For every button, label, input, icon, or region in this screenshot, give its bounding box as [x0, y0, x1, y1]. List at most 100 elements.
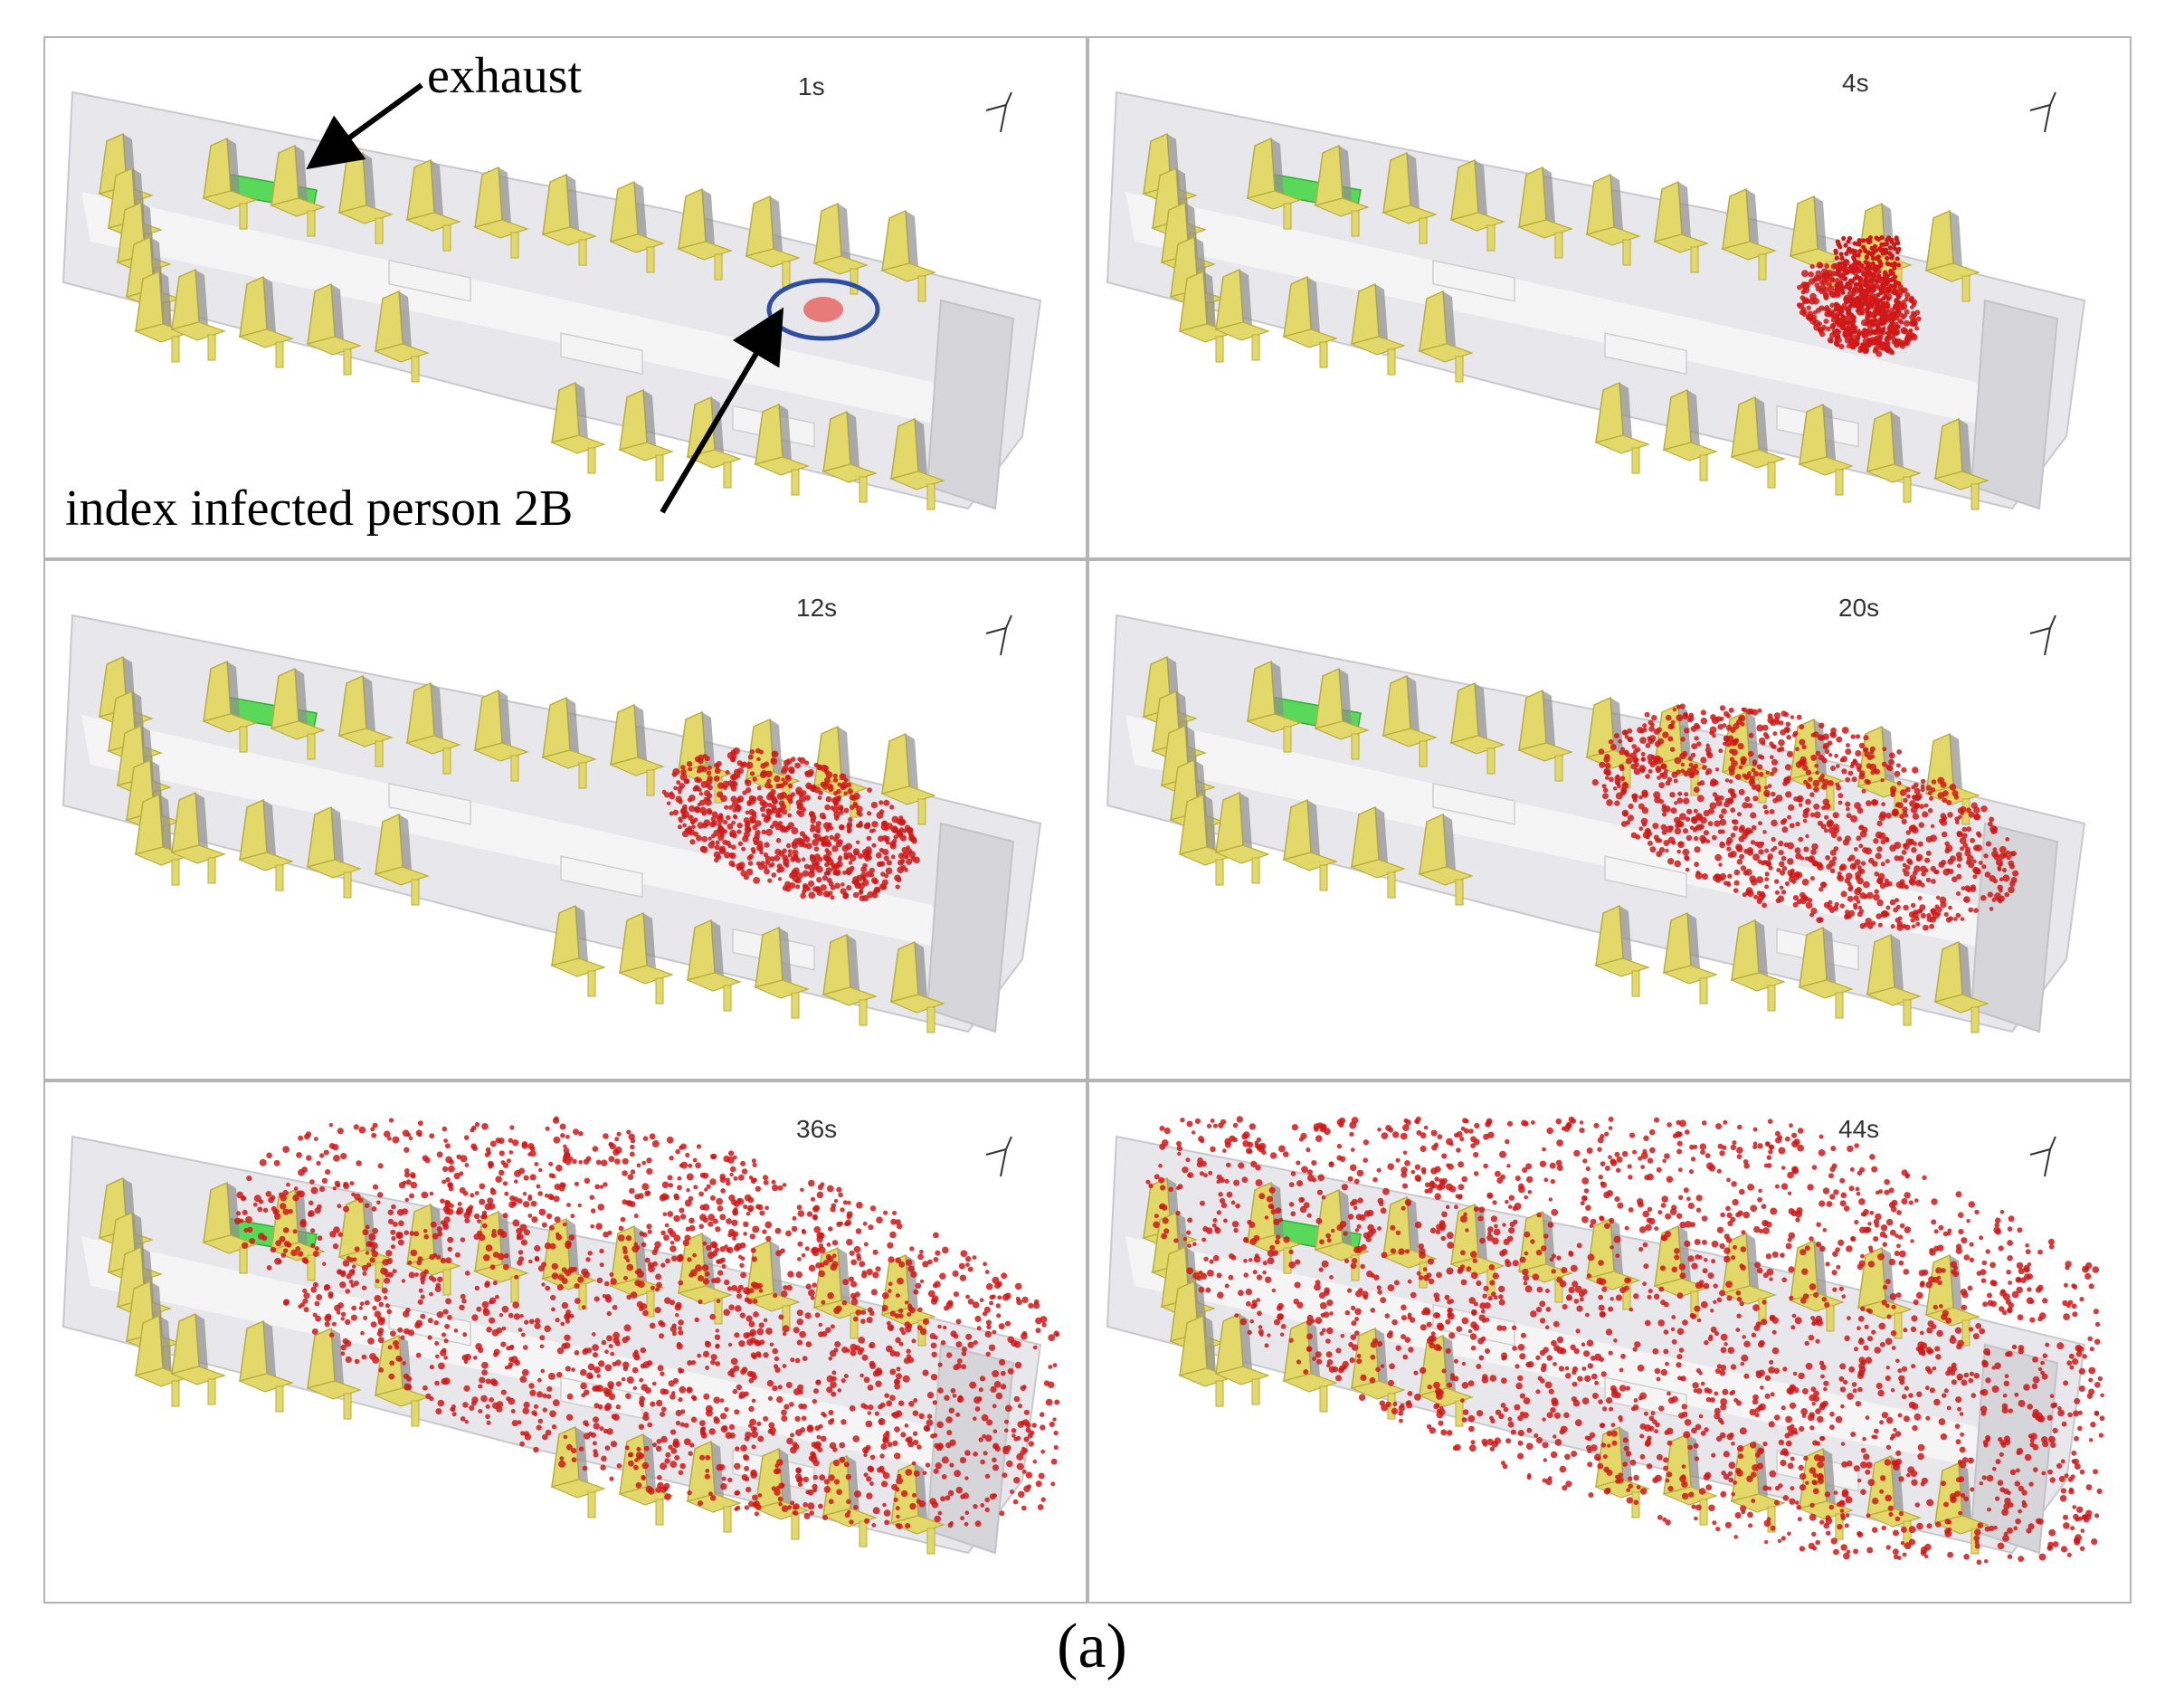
seat [1314, 1188, 1370, 1281]
exhaust-callout: exhaust [427, 48, 583, 104]
seat [677, 187, 733, 281]
door-module [926, 299, 1015, 510]
panel-36s [43, 1080, 1087, 1604]
cabin-view [1106, 614, 2086, 1033]
seats [98, 132, 945, 510]
seat [202, 1181, 258, 1274]
particle-cloud [1145, 1116, 2105, 1566]
seat [1314, 144, 1370, 237]
seat [1449, 158, 1505, 252]
figure-caption: (a) [1057, 1612, 1127, 1681]
seat [270, 1188, 326, 1281]
seat [202, 660, 258, 753]
cabin-view [1106, 90, 2086, 510]
seat [306, 282, 362, 376]
time-label-36s: 36s [796, 1115, 838, 1143]
seat [821, 933, 878, 1026]
time-label-20s: 20s [1838, 594, 1880, 622]
seat [618, 388, 674, 481]
seat [1214, 1312, 1270, 1405]
axis-triad-icon [2029, 614, 2056, 656]
ceiling-lamp [560, 332, 643, 376]
seat [1924, 732, 1980, 825]
seat [1282, 1319, 1338, 1413]
seat [1662, 388, 1718, 481]
seat [1418, 290, 1474, 383]
seat [170, 791, 226, 884]
index-person-callout: index infected person 2B [65, 481, 574, 537]
seat [1594, 904, 1650, 997]
seat [880, 209, 936, 302]
time-label-12s: 12s [796, 594, 838, 622]
seat [1730, 919, 1786, 1012]
seat [541, 696, 597, 789]
seat [1585, 1217, 1641, 1310]
cabin-view [1106, 1116, 2105, 1566]
seat [1662, 911, 1718, 1004]
cabin-view [62, 1116, 1060, 1555]
axis-triad-icon [2029, 91, 2056, 133]
seats [98, 1176, 945, 1555]
seat [1214, 791, 1270, 884]
seat [238, 798, 294, 891]
ceiling-lamp [1432, 782, 1515, 825]
seat [889, 417, 945, 510]
seat [745, 195, 801, 288]
seat [238, 1319, 294, 1413]
seat [1594, 381, 1650, 474]
seat [880, 732, 936, 825]
seat [1517, 166, 1573, 259]
seat [1866, 1454, 1922, 1547]
seat [1653, 180, 1709, 273]
seat [889, 940, 945, 1033]
door-module [1970, 1343, 2059, 1555]
seat [1730, 395, 1786, 489]
seat [1350, 282, 1406, 376]
seat [550, 1425, 606, 1518]
seat [541, 173, 597, 266]
seat [1866, 410, 1922, 503]
ceiling-lamp [1432, 259, 1515, 302]
axis-triad-icon [2029, 1136, 2056, 1177]
seat [238, 275, 294, 368]
seat [270, 667, 326, 760]
seat [1382, 674, 1438, 767]
seat [405, 158, 461, 252]
seat [405, 681, 461, 775]
seat [1798, 926, 1854, 1019]
seat [1246, 660, 1302, 753]
seat [1418, 813, 1474, 906]
door-module [1970, 299, 2059, 510]
cabin-view [62, 614, 1042, 1033]
seat [1933, 417, 1989, 510]
seat [812, 202, 869, 295]
door-module [926, 822, 1015, 1033]
seat [1350, 805, 1406, 899]
seat [374, 813, 430, 906]
time-label-4s: 4s [1842, 69, 1869, 97]
index-person-plume [1833, 234, 1902, 347]
seat [609, 180, 665, 273]
ceiling-lamp [388, 259, 471, 302]
seat [1449, 681, 1505, 775]
ceiling-lamp [1604, 855, 1687, 899]
seat [550, 381, 606, 474]
seat [1246, 137, 1302, 230]
seat [821, 410, 878, 503]
panel-1s [43, 36, 1087, 559]
seat [170, 1312, 226, 1405]
seat [170, 268, 226, 361]
ceiling-lamp [388, 782, 471, 825]
seat [1933, 940, 1989, 1033]
axis-triad-icon [985, 1136, 1012, 1177]
seat [1798, 403, 1854, 496]
seat [306, 805, 362, 899]
seat [1517, 689, 1573, 782]
seat [1585, 173, 1641, 266]
seat [1866, 933, 1922, 1026]
axis-triad-icon [985, 91, 1012, 133]
panel-4s [1087, 36, 2132, 559]
seat [374, 290, 430, 383]
seats [1142, 1176, 1989, 1555]
